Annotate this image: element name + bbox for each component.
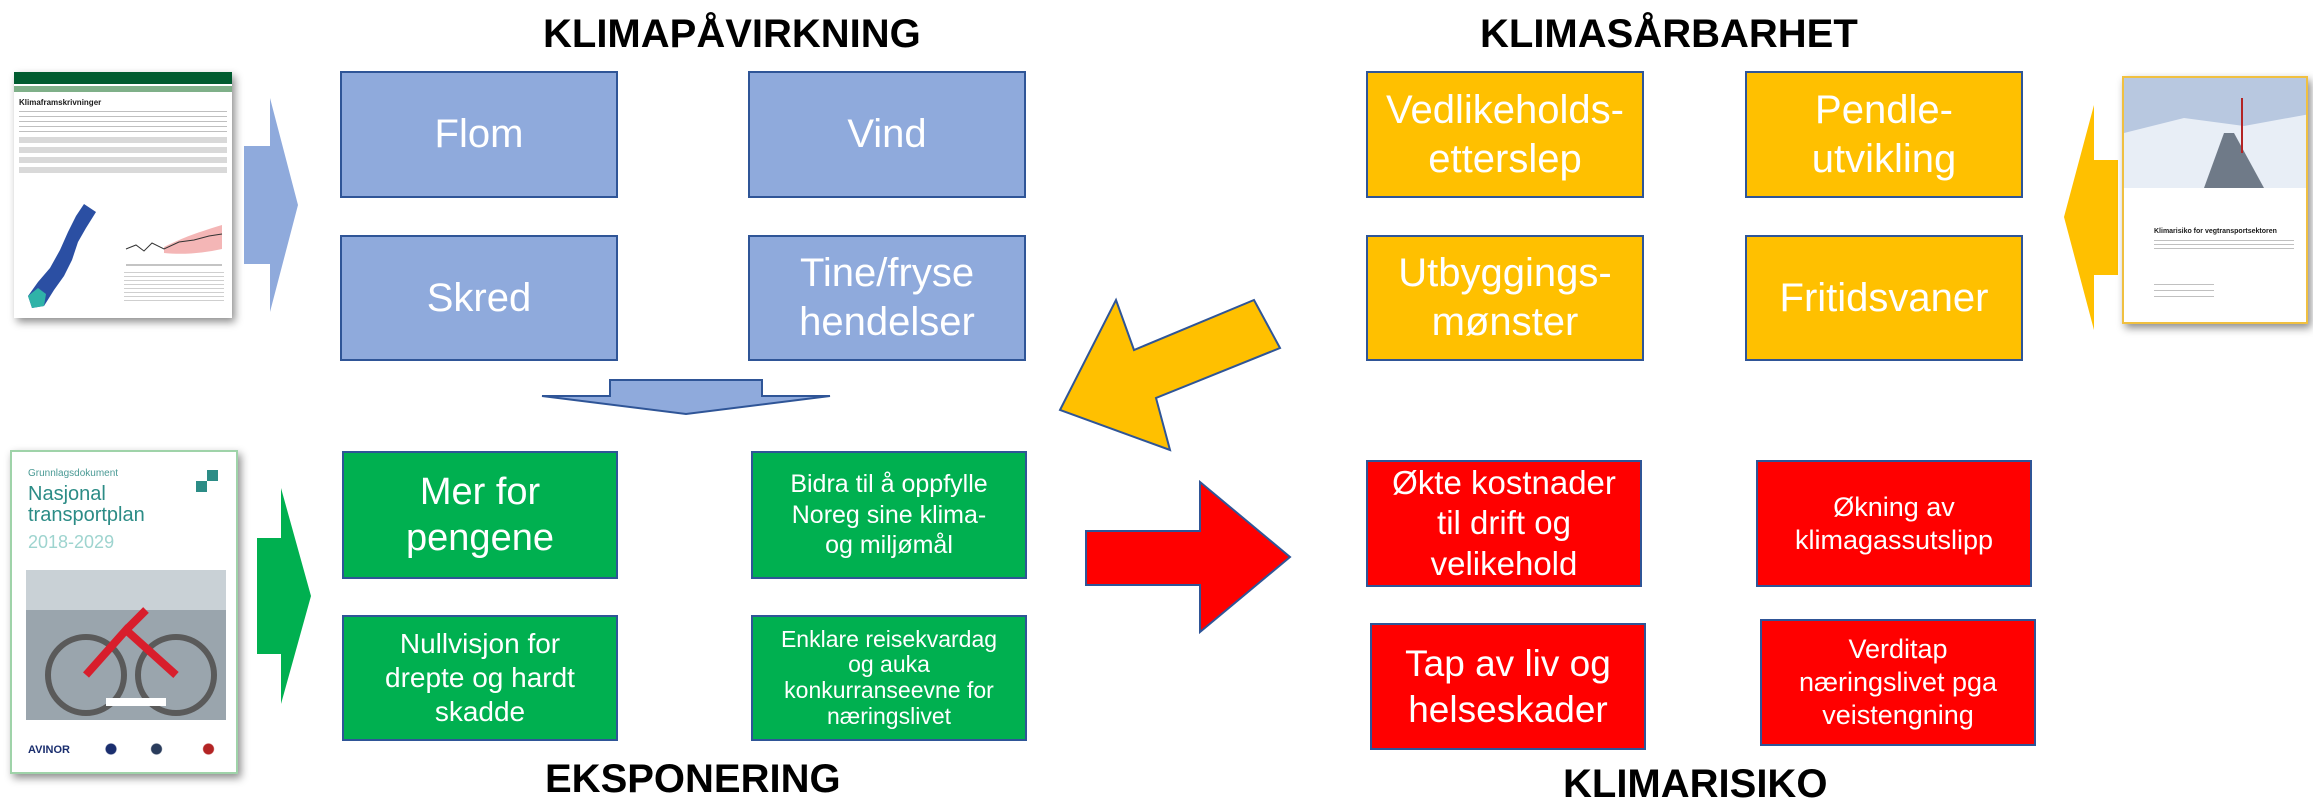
exposure-box-label: Nullvisjon for drepte og hardt skadde [385,627,575,728]
vulnerability-box-maintenance-backlog: Vedlikeholds- etterslep [1366,71,1644,198]
heading-exposure: EKSPONERING [545,757,841,801]
cyclist-photo [26,570,226,720]
risk-box-label: Tap av liv og helseskader [1405,643,1611,730]
climate-projections-web-thumbnail: Klimaframskrivninger [14,72,232,318]
heading-climate-vulnerability: KLIMASÅRBARHET [1480,12,1858,56]
risk-box-label: Økning av klimagassutslipp [1794,491,1994,555]
web-line-chart [125,225,223,266]
exposure-box-climate-goals: Bidra til å oppfylle Noreg sine klima- o… [751,451,1027,579]
impact-box-label: Skred [426,275,532,320]
avinor-logo: AVINOR [28,744,70,756]
impact-box-wind: Vind [748,71,1026,198]
vulnerability-box-label: Pendle- utvikling [1811,87,1957,181]
ntp-years: 2018-2029 [28,532,115,552]
risk-box-increased-costs: Økte kostnader til drift og velikehold [1366,460,1642,587]
vulnerability-box-development-pattern: Utbyggings- mønster [1366,235,1644,361]
impact-box-landslide: Skred [340,235,618,361]
exposure-box-value-for-money: Mer for pengene [342,451,618,579]
impact-box-label: Tine/fryse hendelser [799,251,975,344]
right-orange-arrow [2064,105,2118,330]
impact-box-label: Flom [434,112,524,157]
web-header-bar [14,72,232,84]
web-text-block [19,111,227,133]
left-blue-arrow [244,98,298,312]
impact-box-label: Vind [847,112,927,157]
ntp-document-thumbnail: Grunnlagsdokument Nasjonal transportplan… [10,450,238,774]
vulnerability-box-label: Fritidsvaner [1779,275,1989,320]
web-nav-bar [14,86,232,92]
risk-box-business-losses: Verditap næringslivet pga veistengning [1760,619,2036,746]
norway-map-image [28,204,96,308]
risk-box-label: Verditap næringslivet pga veistengning [1798,634,1998,730]
left-green-arrow [257,488,311,704]
agency-logos [98,742,228,756]
exposure-box-label: Enklare reisekvardag og auka konkurranse… [780,625,998,729]
vulnerability-box-commute-development: Pendle- utvikling [1745,71,2023,198]
ntp-logo-mark [196,470,218,492]
risk-box-loss-of-life: Tap av liv og helseskader [1370,623,1646,750]
impact-box-flood: Flom [340,71,618,198]
heading-climate-impact: KLIMAPÅVIRKNING [543,12,921,56]
vulnerability-box-label: Vedlikeholds- etterslep [1386,87,1624,181]
ntp-title: Nasjonal transportplan [28,483,145,526]
exposure-box-label: Bidra til å oppfylle Noreg sine klima- o… [790,470,988,560]
exposure-box-zero-vision: Nullvisjon for drepte og hardt skadde [342,615,618,741]
vulnerability-box-leisure-habits: Fritidsvaner [1745,235,2023,361]
impact-box-freeze-thaw: Tine/fryse hendelser [748,235,1026,361]
down-arrow [541,379,831,416]
vulnerability-box-label: Utbyggings- mønster [1398,251,1612,344]
winter-road-photo [2124,78,2306,188]
diagonal-orange-arrow [1058,297,1282,452]
web-text-block-lower [124,272,224,302]
web-form-fields [19,137,227,173]
exposure-box-label: Mer for pengene [406,470,554,559]
right-red-arrow [1085,480,1292,635]
report-title: Klimarisiko for vegtransportsektoren [2154,228,2277,235]
web-page-title: Klimaframskrivninger [19,98,102,107]
report-footer-lines [2154,284,2214,298]
climate-risk-report-thumbnail: Klimarisiko for vegtransportsektoren [2122,76,2308,324]
risk-box-label: Økte kostnader til drift og velikehold [1392,464,1616,582]
ntp-label: Grunnlagsdokument [28,468,119,479]
risk-box-increased-emissions: Økning av klimagassutslipp [1756,460,2032,587]
heading-climate-risk: KLIMARISIKO [1563,762,1828,806]
report-text-lines [2154,240,2294,250]
exposure-box-easier-travel: Enklare reisekvardag og auka konkurranse… [751,615,1027,741]
